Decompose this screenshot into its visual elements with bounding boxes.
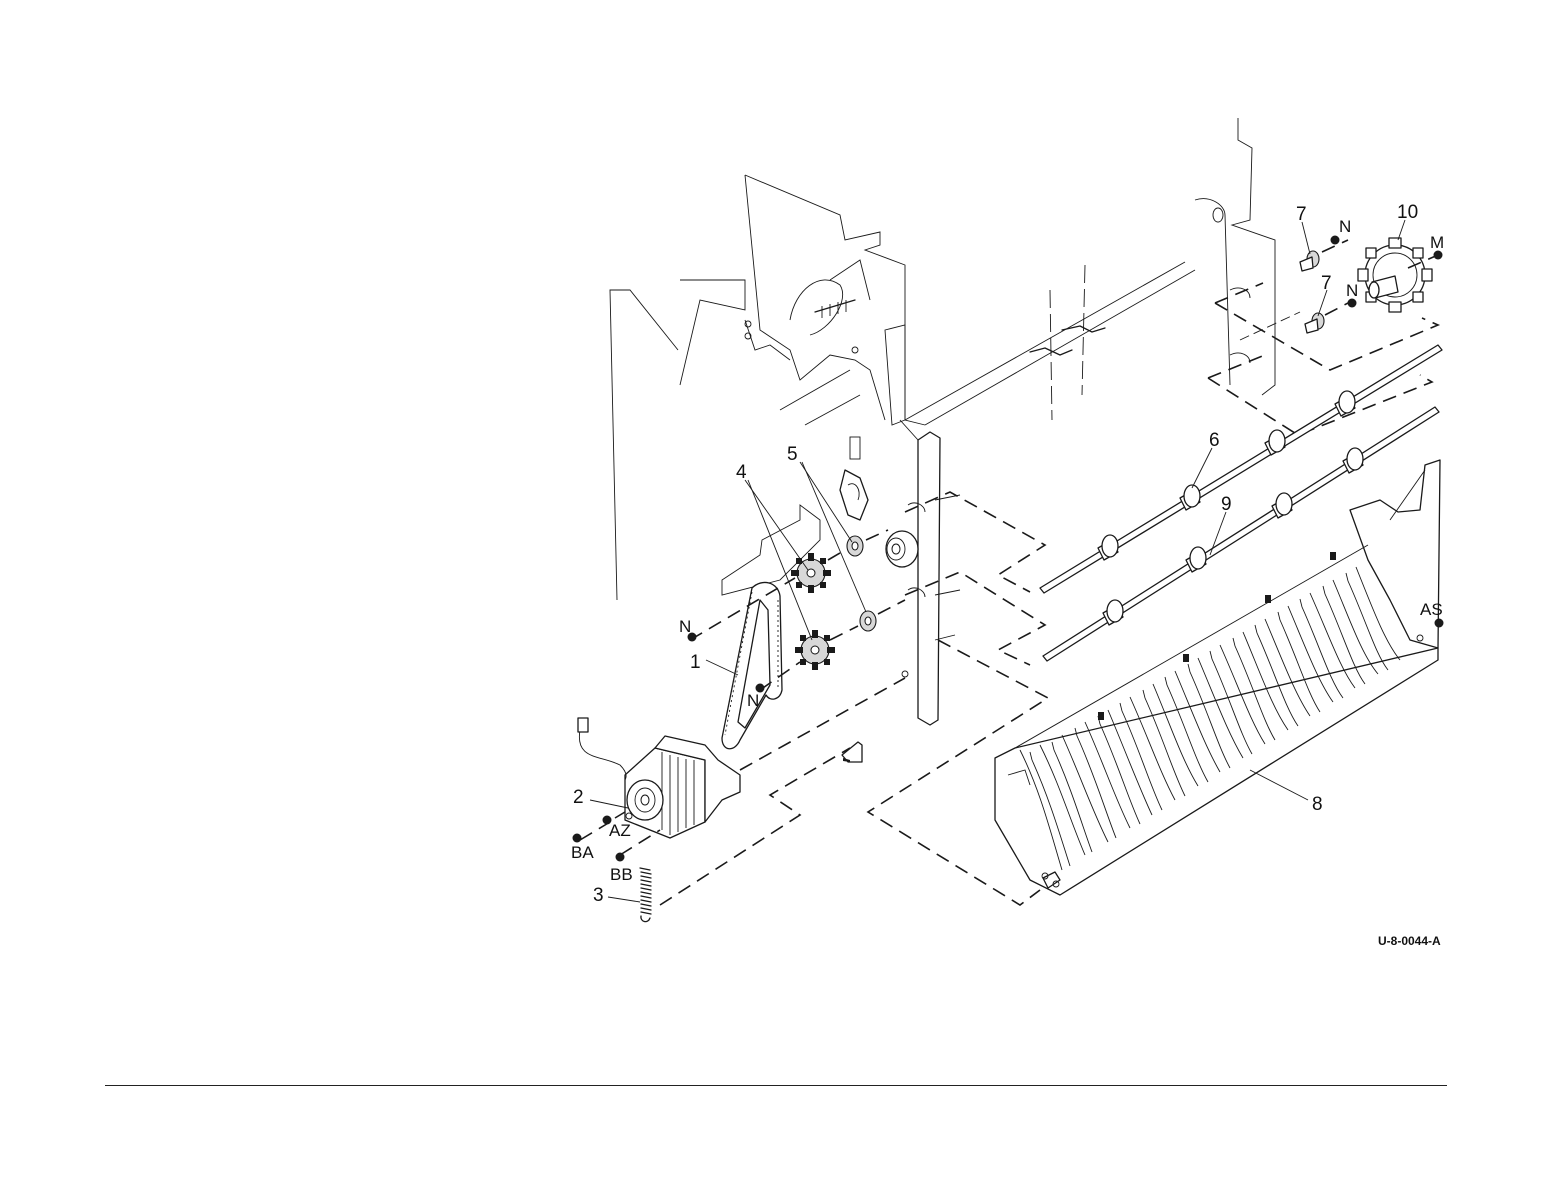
ref-n-belt: N [747,691,759,710]
figure-id: U-8-0044-A [1378,934,1441,948]
callout-5: 5 [787,444,798,465]
ref-az: AZ [609,821,631,840]
callout-9: 9 [1221,494,1232,515]
ref-as: AS [1420,600,1443,619]
stepper-motor [578,718,740,838]
ref-n-lower-right: N [1346,281,1358,300]
pulley-hub [886,531,918,567]
bushing-upper [1300,251,1319,271]
drive-belt [722,582,782,748]
bearing-lower [860,611,876,631]
callout-10: 10 [1397,202,1418,223]
bearing-upper [847,536,863,556]
callout-4: 4 [736,462,747,483]
drive-gear-upper [791,553,831,593]
drive-gear-lower [795,630,835,670]
ref-m: M [1430,233,1444,252]
bushing-lower [1305,313,1324,333]
callout-6: 6 [1209,430,1220,451]
paper-guide-tray [995,460,1440,895]
callout-8: 8 [1312,794,1323,815]
ref-n-upper-right: N [1339,217,1351,236]
footer-rule [105,1085,1447,1086]
callout-7-lower: 7 [1321,273,1332,294]
callout-7-upper: 7 [1296,204,1307,225]
sprocket-gear [1358,238,1432,312]
clip [842,742,862,762]
callout-3: 3 [593,885,604,906]
machine-frame [610,118,1275,725]
ref-bb: BB [610,865,633,884]
spring [640,868,651,922]
ref-ba: BA [571,843,594,862]
callout-2: 2 [573,787,584,808]
callout-1: 1 [690,652,701,673]
ref-n-left: N [679,617,691,636]
